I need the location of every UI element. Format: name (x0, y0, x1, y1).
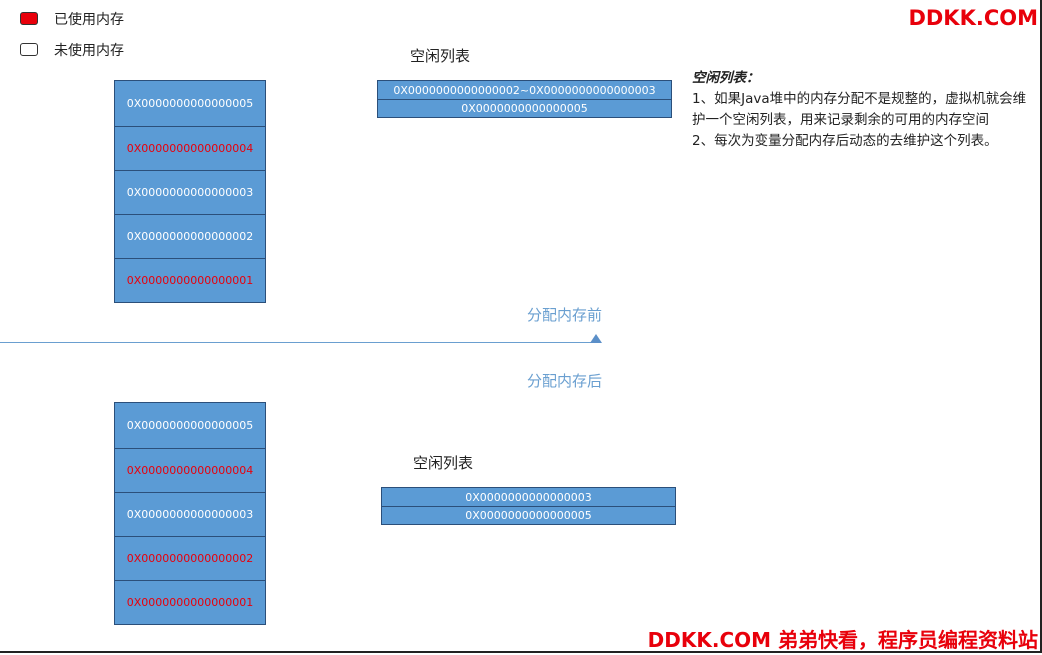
note-title: 空闲列表： (692, 70, 760, 86)
memory-cell: 0X0000000000000005 (115, 403, 265, 448)
memory-cell: 0X0000000000000001 (115, 580, 265, 624)
free-list-note: 空闲列表： 1、如果Java堆中的内存分配不是规整的，虚拟机就会维护一个空闲列表… (692, 68, 1037, 152)
free-list-item: 0X0000000000000003 (382, 488, 675, 506)
memory-cell: 0X0000000000000002 (115, 536, 265, 580)
footer-brand: DDKK.COM 弟弟快看，程序员编程资料站 (647, 628, 1038, 652)
legend-unused-label: 未使用内存 (54, 43, 124, 59)
free-list-item: 0X0000000000000005 (378, 99, 671, 117)
memory-cell: 0X0000000000000003 (115, 170, 265, 214)
memory-cell: 0X0000000000000005 (115, 81, 265, 126)
phase-divider-line (0, 342, 594, 343)
legend-used-label: 已使用内存 (54, 12, 124, 28)
memory-cell: 0X0000000000000003 (115, 492, 265, 536)
phase-after-label: 分配内存后 (527, 372, 603, 390)
free-list-title-after: 空闲列表 (413, 454, 474, 472)
phase-before-label: 分配内存前 (527, 306, 603, 324)
legend-used-swatch (20, 12, 38, 25)
brand-logo: DDKK.COM (908, 6, 1038, 30)
free-list-item: 0X0000000000000002~0X0000000000000003 (378, 81, 671, 99)
memory-cell: 0X0000000000000004 (115, 448, 265, 492)
free-list-title-before: 空闲列表 (410, 47, 471, 65)
note-line-2: 2、每次为变量分配内存后动态的去维护这个列表。 (692, 133, 998, 149)
memory-cell: 0X0000000000000004 (115, 126, 265, 170)
memory-cell: 0X0000000000000002 (115, 214, 265, 258)
legend-unused-swatch (20, 43, 38, 56)
memory-cell: 0X0000000000000001 (115, 258, 265, 302)
arrow-up-icon (590, 334, 602, 343)
free-list-item: 0X0000000000000005 (382, 506, 675, 524)
note-line-1: 1、如果Java堆中的内存分配不是规整的，虚拟机就会维护一个空闲列表，用来记录剩… (692, 91, 1027, 128)
